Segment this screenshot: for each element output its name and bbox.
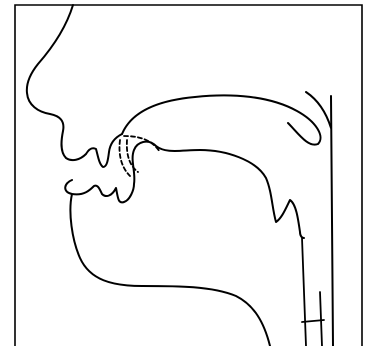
- lower-lip-tongue-and-epiglottis: [65, 142, 304, 238]
- laryngeal-tube-front: [302, 238, 306, 346]
- pharyngeal-wall-upper-curve: [306, 92, 331, 128]
- chin-and-neck: [70, 194, 270, 346]
- nose-and-upper-lip-outline: [27, 5, 122, 167]
- laryngeal-tube-back: [320, 292, 322, 346]
- palate-and-uvula: [122, 95, 320, 144]
- frame: [15, 5, 362, 346]
- pharyngeal-wall: [331, 96, 333, 346]
